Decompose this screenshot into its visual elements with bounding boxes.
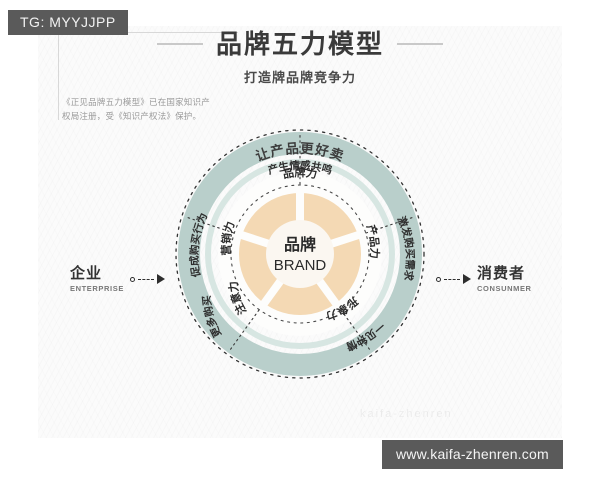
title-rule-left: [156, 43, 203, 45]
tg-watermark-badge: TG: MYYJJPP: [8, 10, 128, 35]
endpoint-enterprise: 企业 ENTERPRISE: [70, 266, 165, 293]
header: 品牌五力模型 打造牌品牌竞争力: [38, 26, 562, 92]
header-divider-vertical: [58, 32, 59, 120]
endpoint-enterprise-cn: 企业: [70, 265, 103, 282]
arrow-right-icon: [463, 274, 471, 285]
endpoint-enterprise-en: ENTERPRISE: [70, 284, 124, 293]
connector-dash-icon: [444, 278, 460, 280]
radial-connectors: [185, 133, 415, 351]
inner-label-0: 品牌力: [282, 165, 318, 181]
page-subtitle: 打造牌品牌竞争力: [243, 70, 356, 85]
outer-ring-band: [178, 132, 422, 376]
title-rule-right: [397, 43, 443, 45]
inner-label-1: 产品力: [364, 223, 382, 259]
arc-top-label: 让产品更好卖: [253, 141, 346, 164]
center-label-en: BRAND: [274, 257, 327, 274]
connector-dot-icon: [129, 276, 135, 282]
connector-dash-icon: [137, 278, 154, 280]
legal-note: 《正见品牌五力模型》已在国家知识产权局注册，受《知识产权法》保护。: [62, 97, 210, 121]
endpoint-consumer-text: 消费者 CONSUNMER: [477, 266, 532, 293]
connector-right: [436, 274, 471, 285]
page-title: 品牌五力模型: [215, 29, 384, 59]
connector-left: [129, 274, 165, 285]
endpoint-enterprise-text: 企业 ENTERPRISE: [70, 266, 124, 293]
outer-dashed-circle: [175, 129, 425, 379]
outer-label-0: 产生情感共鸣: [266, 159, 334, 177]
title-row: 品牌五力模型: [38, 31, 562, 57]
center-disc: [266, 220, 334, 288]
endpoint-consumer-en: CONSUNMER: [477, 284, 532, 293]
brand-five-forces-diagram: 品牌 BRAND 让产品更好卖 产生情感共鸣: [150, 104, 450, 404]
endpoint-consumer: 消费者 CONSUNMER: [436, 266, 532, 293]
connector-dot-icon: [436, 276, 441, 282]
infographic-canvas: 品牌五力模型 打造牌品牌竞争力 《正见品牌五力模型》已在国家知识产权局注册，受《…: [38, 26, 562, 438]
header-divider-horizontal: [58, 32, 238, 33]
faint-watermark: kaifa-zhenren: [360, 408, 453, 420]
endpoint-consumer-cn: 消费者: [477, 265, 526, 282]
site-url-badge: www.kaifa-zhenren.com: [382, 440, 563, 469]
arrow-right-icon: [156, 274, 165, 285]
inner-dashed-circle: [230, 184, 370, 324]
inner-label-4: 营销力: [219, 220, 238, 256]
center-label-cn: 品牌: [284, 235, 316, 254]
